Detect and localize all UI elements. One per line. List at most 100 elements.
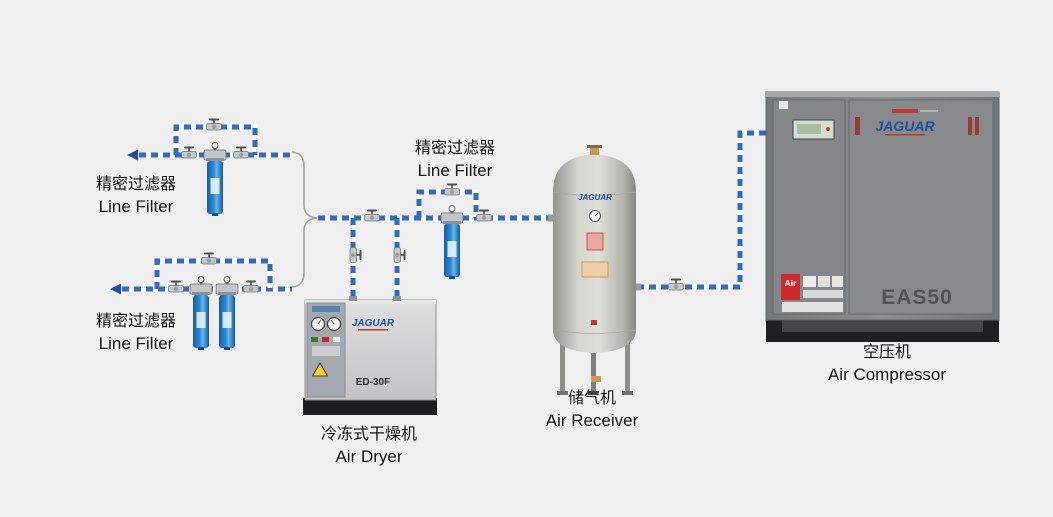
- receiver-leg: [625, 338, 630, 393]
- ball-valve-icon: [233, 146, 249, 159]
- ball-valve-icon: [476, 209, 492, 222]
- gauge-needle: [330, 319, 335, 325]
- dryer-info-plate: [312, 346, 340, 356]
- gauge-needle: [594, 212, 599, 217]
- line-filter-bottom-left-a-icon: [189, 276, 213, 350]
- power-button-icon: [311, 337, 318, 342]
- dryer-label: 冷冻式干燥机 Air Dryer: [321, 422, 417, 468]
- filter-top-left-label-zh: 精密过滤器: [95, 174, 177, 193]
- compressor-logo-mark: [920, 110, 938, 112]
- compressor-label: 空压机 Air Compressor: [828, 340, 946, 386]
- receiver-label: 储气机 Air Receiver: [546, 386, 639, 432]
- receiver-outlet-stub: [635, 283, 641, 291]
- ball-valve-icon: [668, 278, 684, 291]
- air-badge-text: Air: [785, 278, 798, 288]
- pipe-segment: [636, 130, 766, 290]
- air-compressor: JAGUAR EAS50 Air: [765, 91, 1000, 342]
- spec-sticker: [803, 290, 843, 298]
- spec-sticker: [803, 276, 816, 287]
- ball-valve-icon: [444, 183, 460, 196]
- filter-bottom-left-label: 精密过滤器 Line Filter: [96, 309, 176, 355]
- outlet-arrow-icon: [110, 283, 121, 295]
- door-lock-icon: [975, 117, 979, 135]
- line-filter-top-left-icon: [203, 142, 227, 216]
- dryer-label-en: Air Dryer: [335, 447, 403, 466]
- ball-valve-icon: [201, 252, 217, 265]
- ball-valve-icon: [206, 118, 222, 131]
- pipe-segment: [154, 258, 273, 289]
- receiver-tank-body: [553, 154, 636, 353]
- line-filter-bottom-left-b-icon: [215, 276, 239, 350]
- filter-center-label-zh: 精密过滤器: [414, 138, 496, 157]
- safety-valve-cap: [587, 145, 602, 148]
- tank-bottom-seam: [552, 329, 637, 334]
- receiver-foot: [622, 391, 633, 395]
- air-badge: [781, 274, 800, 300]
- indicator-light-icon: [333, 337, 340, 342]
- compressor-brand-logo: JAGUAR: [875, 118, 935, 134]
- ball-valve-icon: [243, 280, 259, 293]
- door-lock-icon: [855, 117, 860, 135]
- dryer-inlet-stub: [349, 296, 357, 301]
- pipe-compressor-to-receiver: [636, 130, 766, 290]
- emergency-stop-icon: [826, 127, 830, 131]
- branch-brace: [291, 151, 318, 288]
- warning-triangle-icon: [311, 362, 329, 377]
- receiver-foot: [588, 391, 599, 395]
- filter-top-left-label: 精密过滤器 Line Filter: [96, 172, 176, 218]
- ball-valve-icon: [364, 209, 380, 222]
- dryer-brand-logo: JAGUAR: [352, 318, 395, 329]
- spec-sticker: [832, 276, 843, 287]
- drain-valve-icon: [591, 376, 601, 382]
- receiver-inlet-stub: [548, 214, 554, 222]
- receiver-label-zh: 储气机: [567, 388, 616, 407]
- receiver-label-en: Air Receiver: [545, 411, 639, 430]
- filter-bottom-left-label-en: Line Filter: [98, 334, 174, 353]
- pipe-bottom-left-bypass: [154, 258, 273, 289]
- air-dryer: JAGUAR ED-30F: [303, 296, 437, 415]
- receiver-foot: [557, 391, 568, 395]
- compressor-label-zh: 空压机: [862, 342, 911, 361]
- compressor-label-en: Air Compressor: [827, 365, 947, 384]
- dryer-outlet-stub: [393, 296, 401, 301]
- door-lock-icon: [968, 117, 972, 135]
- dryer-logo-underline: [358, 329, 388, 331]
- dryer-panel-tag: [312, 306, 340, 312]
- filter-bottom-left-label-zh: 精密过滤器: [95, 311, 177, 330]
- receiver-leg: [560, 338, 565, 393]
- gauge-needle: [317, 319, 322, 325]
- dryer-base: [303, 398, 437, 415]
- outlet-arrow-icon: [127, 149, 138, 161]
- ball-valve-icon: [393, 247, 406, 263]
- pipe-segment: [173, 124, 258, 155]
- compressor-top-cap: [766, 92, 999, 97]
- spec-sticker: [818, 276, 830, 287]
- name-plate: [581, 261, 609, 278]
- receiver-brand-logo: JAGUAR: [578, 193, 612, 202]
- filter-center-label: 精密过滤器 Line Filter: [415, 136, 495, 182]
- pipe-segment: [154, 258, 273, 289]
- air-receiver: JAGUAR: [548, 145, 641, 395]
- compressor-model-label: EAS50: [881, 286, 953, 309]
- inspection-mark: [591, 320, 597, 325]
- compressor-logo-underline: [885, 134, 925, 136]
- dryer-top-edge: [305, 300, 436, 304]
- line-filter-center-icon: [440, 205, 464, 279]
- receiver-leg: [591, 348, 596, 393]
- safety-valve-icon: [590, 147, 599, 155]
- pipe-segment: [636, 130, 766, 290]
- stop-button-icon: [322, 337, 329, 342]
- spec-sticker: [782, 302, 843, 312]
- ball-valve-icon: [349, 247, 362, 263]
- controller-screen: [797, 124, 821, 134]
- ball-valve-icon: [181, 146, 197, 159]
- compressor-logo-mark: [892, 109, 918, 113]
- corner-sticker-icon: [779, 101, 788, 109]
- compressor-base-inner: [782, 320, 983, 332]
- warning-label: [586, 232, 604, 251]
- dryer-model-label: ED-30F: [356, 377, 390, 388]
- dryer-label-zh: 冷冻式干燥机: [320, 424, 418, 443]
- tank-top-seam: [552, 191, 637, 196]
